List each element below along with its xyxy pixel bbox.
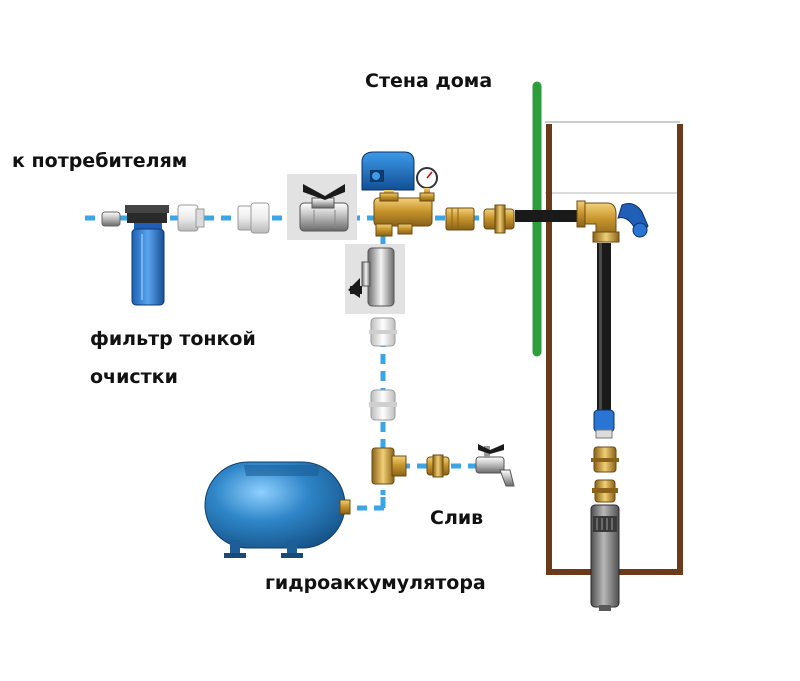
brass-elbow	[576, 200, 620, 243]
filter-label-line1: фильтр тонкой	[90, 328, 256, 350]
pressure-pipe-horizontal	[515, 210, 595, 222]
pipe-coupling	[593, 409, 615, 439]
consumers-label: к потребителям	[12, 150, 188, 172]
brass-tee	[371, 447, 407, 485]
accumulator-tank	[204, 461, 351, 558]
filter-label-line2: очистки	[90, 366, 178, 388]
pipe-highlight	[599, 243, 602, 411]
drain-fitting	[426, 454, 450, 478]
pp-coupling-1	[177, 204, 205, 232]
pp-union	[237, 202, 270, 234]
brass-adapter-2	[483, 204, 515, 234]
compression-elbow	[617, 203, 649, 238]
fine-filter	[125, 205, 169, 306]
submersible-pump	[590, 504, 620, 611]
pp-coupling-2	[369, 317, 397, 347]
end-fitting	[101, 211, 121, 227]
pp-coupling-3	[369, 389, 397, 421]
brass-adapter-1	[445, 207, 475, 231]
drain-tap	[475, 444, 515, 487]
main-ball-valve	[287, 174, 357, 240]
drain-label: Слив	[430, 507, 484, 529]
branch-ball-valve	[345, 244, 405, 314]
house-wall-label: Стена дома	[365, 70, 493, 92]
five-way-fitting	[373, 192, 435, 237]
check-valve	[591, 446, 619, 503]
accumulator-label: гидроаккумулятора	[265, 572, 486, 594]
